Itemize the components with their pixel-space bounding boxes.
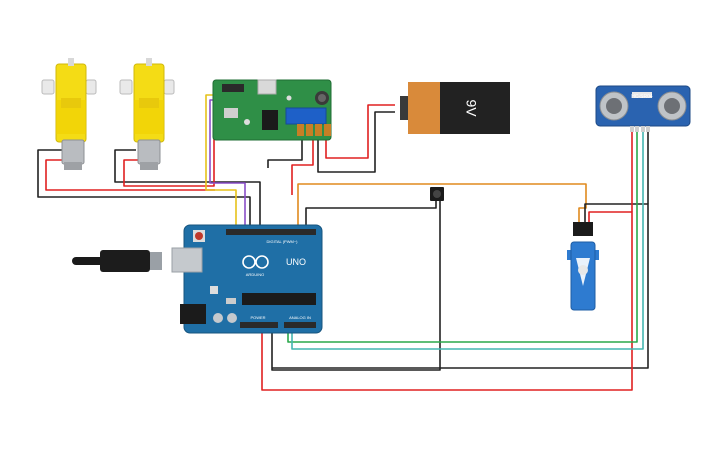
arduino-model-label: UNO bbox=[286, 257, 306, 267]
arduino-power-label: POWER bbox=[250, 315, 265, 320]
wire-orange-servo bbox=[297, 183, 587, 228]
arduino-uno-board: DIGITAL (PWM~) UNO ARDUINO POWER ANALOG … bbox=[171, 224, 323, 334]
motor-driver-board bbox=[212, 79, 332, 141]
wires bbox=[37, 94, 649, 391]
wire-driver-yellow bbox=[205, 94, 237, 228]
servo-motor bbox=[567, 222, 599, 311]
wire-driver-purple bbox=[209, 99, 246, 228]
ultrasonic-sensor: HC-SR04 bbox=[595, 85, 691, 132]
dc-motor-1 bbox=[41, 58, 97, 170]
dc-motor-2 bbox=[119, 58, 175, 170]
usb-cable bbox=[72, 250, 162, 272]
arduino-digital-label: DIGITAL (PWM~) bbox=[267, 239, 299, 244]
push-button bbox=[430, 187, 444, 201]
wire-servo-red bbox=[261, 211, 633, 391]
battery-label: 9V bbox=[463, 99, 479, 117]
wire-us-green bbox=[287, 130, 638, 343]
wire-driver-black-2 bbox=[317, 111, 395, 173]
arduino-brand-label: ARDUINO bbox=[246, 272, 264, 277]
wire-motor1-black bbox=[37, 149, 251, 228]
wire-driver-red-1 bbox=[291, 138, 314, 195]
wire-motor2-black bbox=[114, 149, 261, 228]
wire-button-right bbox=[271, 200, 441, 371]
arduino-analog-label: ANALOG IN bbox=[289, 315, 311, 320]
wire-driver-black-1 bbox=[267, 138, 303, 168]
wire-motor1-red bbox=[45, 159, 215, 191]
battery-9v: 9V bbox=[400, 82, 510, 134]
wire-motor2-red bbox=[123, 110, 215, 187]
wire-driver-red-2 bbox=[325, 104, 395, 159]
wire-button-black bbox=[305, 200, 437, 228]
wire-us-teal bbox=[291, 130, 644, 350]
ultrasonic-label: HC-SR04 bbox=[631, 94, 653, 100]
